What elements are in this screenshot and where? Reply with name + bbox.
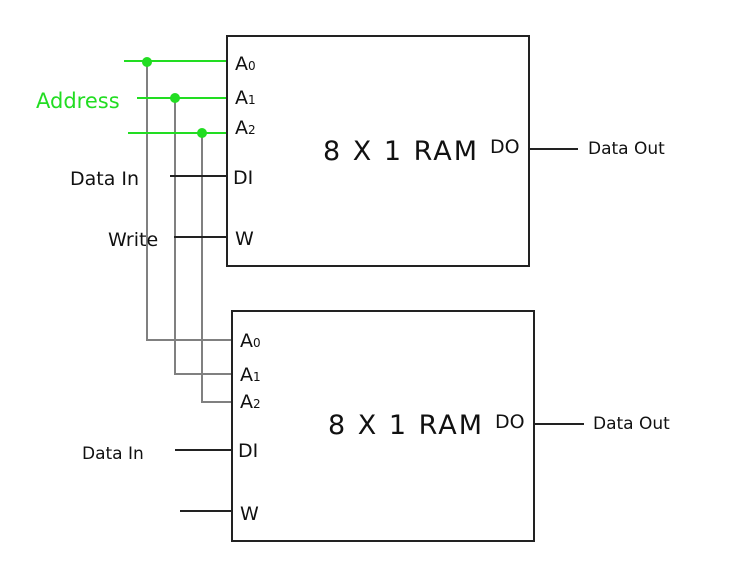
junction-dot-a1 <box>170 93 180 103</box>
address-bus <box>124 60 227 134</box>
ram-top-title: 8 X 1 RAM <box>323 136 479 167</box>
ram-top-data-out-label: Data Out <box>588 139 665 159</box>
ram-bottom-pin-a0: A0 <box>240 330 261 352</box>
ram-block-top: 8 X 1 RAM A0 A1 A2 DI W DO Data In Write… <box>70 35 665 267</box>
ram-top-pin-do: DO <box>490 136 520 158</box>
address-label: Address <box>36 89 120 113</box>
ram-bottom-box <box>231 310 535 542</box>
address-branch-wires <box>146 63 232 403</box>
ram-bottom-pin-a2: A2 <box>240 391 261 413</box>
ram-bottom-pin-w: W <box>240 503 259 525</box>
ram-block-bottom: 8 X 1 RAM A0 A1 A2 DI W DO Data In Data … <box>82 310 670 542</box>
ram-top-write-label: Write <box>108 229 158 251</box>
junction-dot-a0 <box>142 57 152 67</box>
junction-dot-a2 <box>197 128 207 138</box>
address-junctions <box>142 57 207 138</box>
ram-top-pin-a2: A2 <box>235 117 256 139</box>
ram-top-pin-di: DI <box>233 167 253 189</box>
ram-top-pin-a1: A1 <box>235 87 256 109</box>
ram-bottom-title: 8 X 1 RAM <box>328 410 484 441</box>
ram-bottom-pin-a1: A1 <box>240 364 261 386</box>
ram-bottom-data-out-label: Data Out <box>593 414 670 434</box>
branch-wire-a2 <box>201 134 232 403</box>
branch-wire-a1 <box>174 99 232 375</box>
ram-bottom-data-in-label: Data In <box>82 444 144 464</box>
ram-top-box <box>226 35 530 267</box>
ram-bottom-pin-di: DI <box>238 440 258 462</box>
ram-top-pin-a0: A0 <box>235 53 256 75</box>
ram-top-pin-w: W <box>235 228 254 250</box>
ram-top-data-in-label: Data In <box>70 168 139 190</box>
branch-wire-a0 <box>146 63 232 341</box>
ram-bottom-pin-do: DO <box>495 411 525 433</box>
